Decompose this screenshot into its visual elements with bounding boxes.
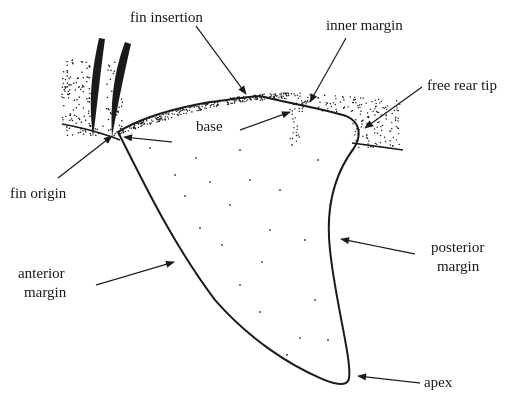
arrow-posterior-margin xyxy=(340,237,416,255)
label-apex: apex xyxy=(424,375,453,391)
arrow-apex xyxy=(357,373,421,384)
label-anterior-line2: margin xyxy=(24,285,67,301)
label-posterior-line1: posterior xyxy=(431,240,484,256)
fin-surface-dots xyxy=(149,144,331,356)
arrow-base-left xyxy=(123,134,173,143)
body-line-right xyxy=(351,142,404,151)
label-posterior-line2: margin xyxy=(437,259,480,275)
arrow-fin-origin xyxy=(57,135,113,179)
label-fin-insertion: fin insertion xyxy=(130,10,203,26)
label-fin-origin: fin origin xyxy=(10,186,67,202)
arrow-inner-margin xyxy=(309,37,347,103)
front-spine-right xyxy=(111,42,131,137)
label-inner-margin: inner margin xyxy=(326,18,403,34)
front-spine-left xyxy=(90,38,105,137)
label-free-rear-tip: free rear tip xyxy=(427,78,497,94)
label-anterior-line1: anterior xyxy=(18,266,65,282)
arrow-free-rear-tip xyxy=(364,86,423,129)
fin-outline xyxy=(116,94,360,385)
label-base: base xyxy=(196,119,223,135)
arrow-base-right xyxy=(239,111,291,131)
arrow-anterior-margin xyxy=(95,260,175,286)
arrow-fin-insertion xyxy=(195,25,247,95)
